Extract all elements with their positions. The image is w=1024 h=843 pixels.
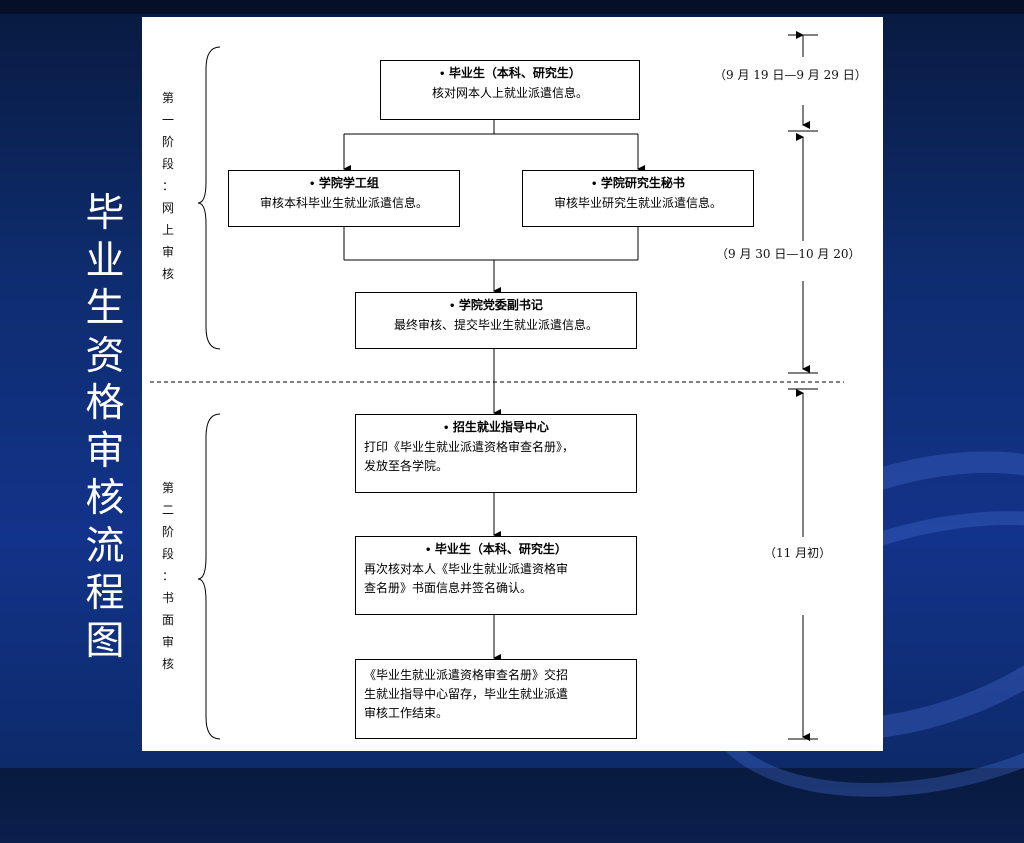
node-deputy-secretary: 学院党委副书记 最终审核、提交毕业生就业派遣信息。 xyxy=(355,292,637,349)
flowchart-connectors xyxy=(150,31,844,741)
stage1-label: 第 一 阶 段 ： 网 上 审 核 xyxy=(161,91,174,281)
flowchart-panel: 第 一 阶 段 ： 网 上 审 核 第 二 阶 段 ： 书 面 审 核 毕业生（… xyxy=(142,17,883,751)
timeline-date-1: （9 月 19 日—9 月 29 日） xyxy=(712,66,869,83)
title-char: 审 xyxy=(85,428,125,474)
title-char: 核 xyxy=(85,476,125,521)
title-char: 资 xyxy=(85,333,125,379)
title-char: 毕 xyxy=(85,191,125,236)
title-char: 格 xyxy=(85,381,125,426)
node-final: 《毕业生就业派遣资格审查名册》交招 生就业指导中心留存，毕业生就业派遣 审核工作… xyxy=(355,659,637,739)
title-char: 程 xyxy=(85,571,125,616)
top-band xyxy=(0,0,1024,14)
stage1-brace xyxy=(197,46,221,350)
title-char: 生 xyxy=(85,286,125,331)
timeline-date-3: （11 月初） xyxy=(762,544,834,561)
stage2-label: 第 二 阶 段 ： 书 面 审 核 xyxy=(161,481,174,671)
node-graduate-recheck: 毕业生（本科、研究生） 再次核对本人《毕业生就业派遣资格审 查名册》书面信息并签… xyxy=(355,536,637,615)
title-char: 流 xyxy=(85,523,125,569)
node-graduate-check: 毕业生（本科、研究生） 核对网本人上就业派遣信息。 xyxy=(380,60,640,120)
title-char: 业 xyxy=(85,238,125,284)
node-employment-center: 招生就业指导中心 打印《毕业生就业派遣资格审查名册》， 发放至各学院。 xyxy=(355,414,637,493)
node-grad-secretary: 学院研究生秘书 审核毕业研究生就业派遣信息。 xyxy=(522,170,754,227)
stage2-brace xyxy=(197,413,221,740)
timeline-date-2: （9 月 30 日—10 月 20） xyxy=(714,245,863,262)
slide-title: 毕 业 生 资 格 审 核 流 程 图 xyxy=(80,190,130,665)
node-student-work-group: 学院学工组 审核本科毕业生就业派遣信息。 xyxy=(228,170,460,227)
title-char: 图 xyxy=(85,618,125,664)
